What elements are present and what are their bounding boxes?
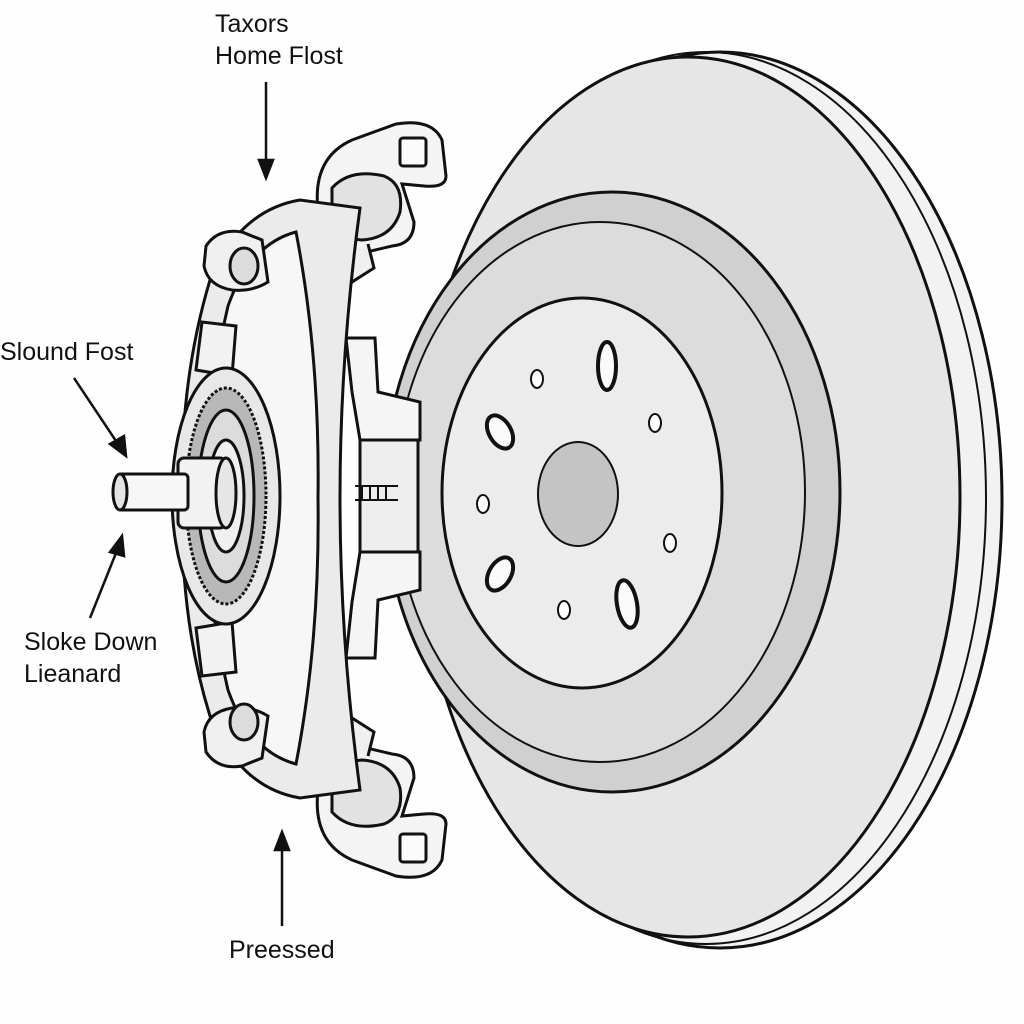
- callout-arrow-left-upper: [72, 377, 120, 445]
- bolt-hole: [663, 533, 677, 553]
- lug-hole: [596, 340, 618, 392]
- axle-spindle: [111, 456, 238, 530]
- caliper-bracket: [344, 336, 422, 660]
- lug-hole: [484, 555, 516, 593]
- callout-label-left-lower-line1: Sloke Down: [24, 628, 158, 656]
- callout-arrow-left-lower: [88, 547, 120, 619]
- callout-arrowhead-bottom: [273, 828, 291, 852]
- bolt-hole: [476, 494, 490, 514]
- callout-arrows: [72, 82, 291, 926]
- caliper-lower-bolt: [228, 702, 260, 742]
- callout-label-top-line2: Home Flost: [215, 42, 343, 70]
- lug-hole: [484, 413, 516, 451]
- callout-arrowhead-left-lower: [107, 532, 126, 558]
- bolt-hole: [648, 413, 662, 433]
- callout-label-top-line1: Taxors: [215, 10, 289, 38]
- callout-arrowhead-top: [257, 158, 275, 182]
- bolt-hole: [530, 369, 544, 389]
- callout-label-top: Taxors Home Flost: [215, 8, 343, 72]
- bracket-upper-arm: [344, 336, 422, 442]
- lug-hole: [614, 578, 640, 630]
- callout-label-bottom: Preessed: [229, 936, 335, 964]
- callout-label-left-lower: Sloke Down Lieanard: [24, 626, 157, 690]
- spindle-tip: [111, 472, 129, 512]
- rotor-center-bore: [537, 441, 619, 547]
- callout-label-left-lower-line2: Lieanard: [24, 660, 122, 688]
- callout-label-left-upper: Slound Fost: [0, 338, 134, 366]
- callout-arrowhead-left-upper: [107, 433, 128, 459]
- caliper-upper-bolt: [228, 246, 260, 286]
- bolt-hole: [557, 600, 571, 620]
- brake-rotor: [382, 50, 1004, 950]
- bracket-bridge: [358, 438, 420, 554]
